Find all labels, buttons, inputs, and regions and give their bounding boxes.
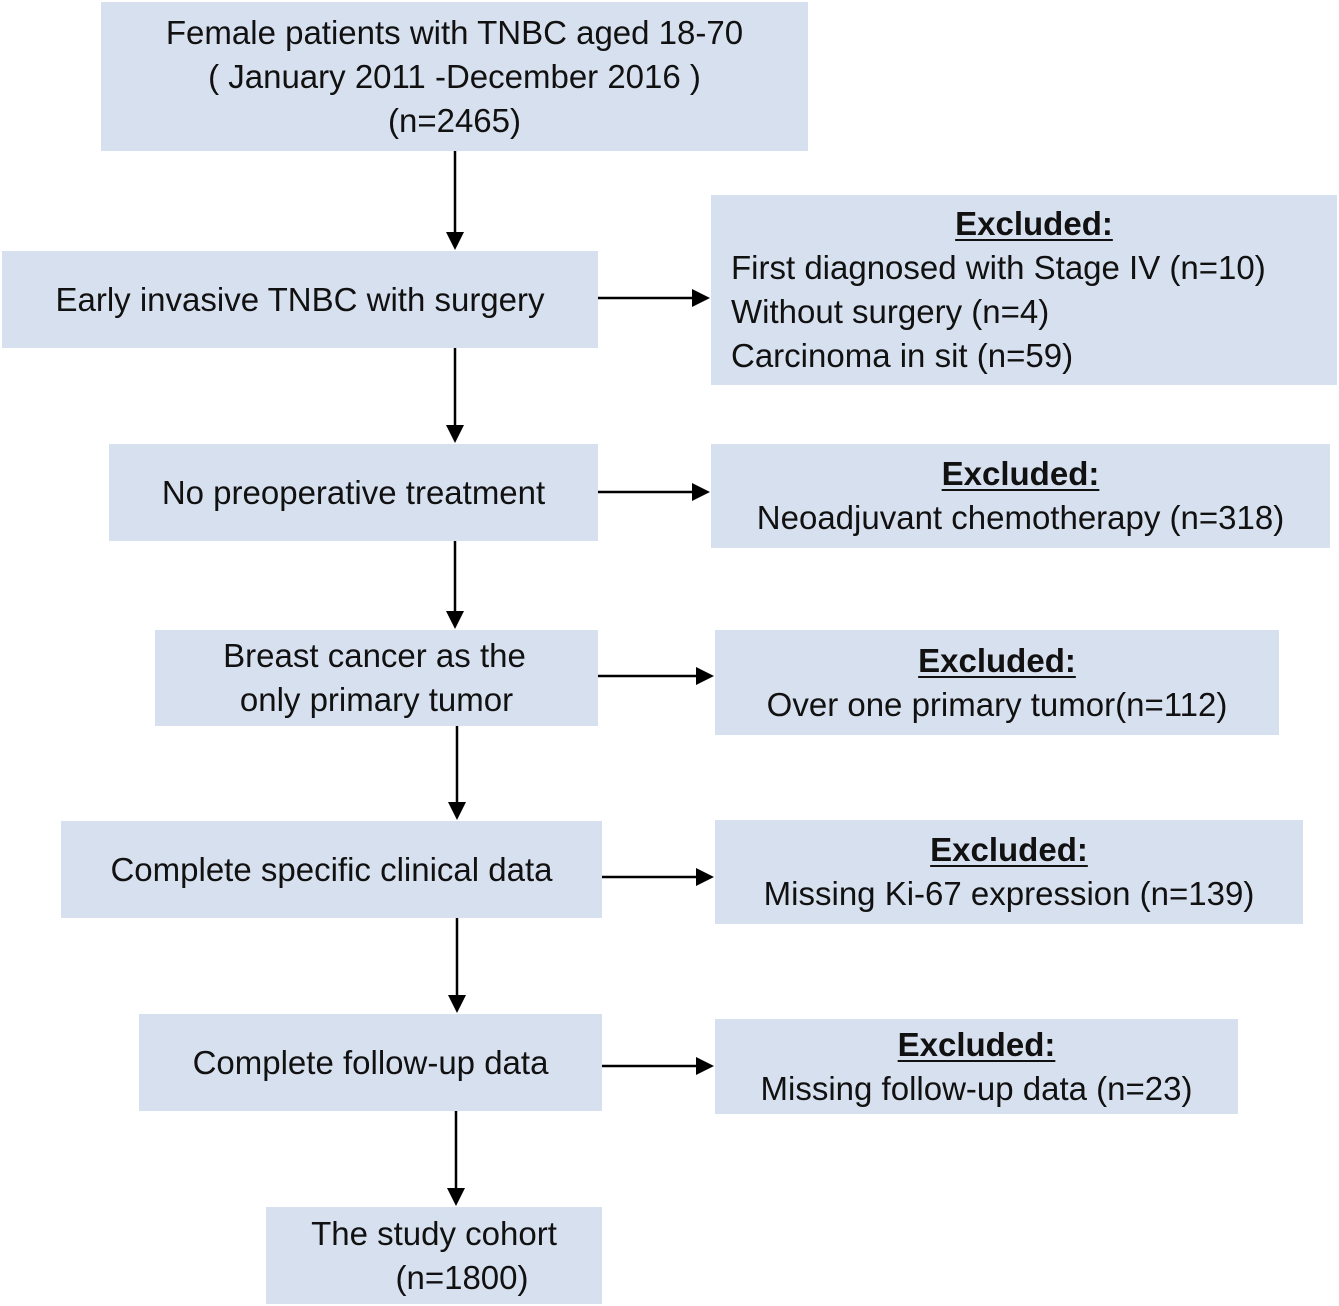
arrowhead-right-4: [696, 868, 714, 886]
arrowhead-right-1: [692, 289, 710, 307]
excluded-1-title: Excluded:: [955, 205, 1113, 242]
arrowhead-down-5: [448, 995, 466, 1013]
excluded-3-title: Excluded:: [918, 641, 1076, 679]
box-early-invasive: Early invasive TNBC with surgery: [2, 251, 598, 348]
box-breast-only-primary-line-2: only primary tumor: [239, 681, 514, 718]
box-complete-followup: Complete follow-up data: [139, 1014, 602, 1111]
excluded-5-title: Excluded:: [897, 1025, 1056, 1063]
box-excluded-2: Excluded: Neoadjuvant chemotherapy (n=31…: [711, 444, 1330, 548]
box-breast-only-primary-line-1: Breast cancer as the: [223, 637, 526, 674]
excluded-5-item-1: Missing follow-up data (n=23): [760, 1069, 1193, 1107]
box-female-patients-line-1: Female patients with TNBC aged 18-70: [165, 13, 744, 51]
arrowhead-down-1: [446, 232, 464, 250]
excluded-4-title: Excluded:: [930, 831, 1088, 868]
arrowhead-down-3: [446, 611, 464, 629]
box-no-preoperative-line-1: No preoperative treatment: [161, 473, 546, 511]
excluded-1-item-1: First diagnosed with Stage IV (n=10): [731, 249, 1266, 286]
excluded-4-item-1: Missing Ki-67 expression (n=139): [763, 875, 1255, 912]
arrowhead-right-3: [696, 667, 714, 685]
arrowhead-down-4: [448, 802, 466, 820]
box-complete-clinical: Complete specific clinical data: [61, 821, 602, 918]
box-female-patients-line-2: ( January 2011 -December 2016 ): [208, 57, 701, 95]
arrowhead-right-2: [692, 483, 710, 501]
arrowhead-down-2: [446, 425, 464, 443]
box-excluded-4: Excluded: Missing Ki-67 expression (n=13…: [715, 820, 1303, 924]
box-study-cohort-line-1: The study cohort: [311, 1214, 557, 1252]
box-female-patients: Female patients with TNBC aged 18-70 ( J…: [101, 2, 808, 151]
box-complete-followup-line-1: Complete follow-up data: [192, 1043, 549, 1081]
box-early-invasive-line-1: Early invasive TNBC with surgery: [55, 280, 545, 318]
box-study-cohort-line-2: (n=1800): [395, 1258, 529, 1296]
arrowhead-down-6: [447, 1188, 465, 1206]
box-excluded-3: Excluded: Over one primary tumor(n=112): [715, 630, 1279, 735]
box-excluded-5: Excluded: Missing follow-up data (n=23): [715, 1019, 1238, 1114]
box-excluded-1: Excluded: First diagnosed with Stage IV …: [711, 195, 1337, 385]
excluded-2-title: Excluded:: [941, 455, 1100, 492]
box-study-cohort: The study cohort (n=1800): [266, 1207, 602, 1304]
excluded-1-item-3: Carcinoma in sit (n=59): [731, 337, 1074, 374]
box-no-preoperative: No preoperative treatment: [109, 444, 598, 541]
box-complete-clinical-line-1: Complete specific clinical data: [110, 850, 553, 888]
box-breast-only-primary: Breast cancer as the only primary tumor: [155, 630, 598, 726]
excluded-1-item-2: Without surgery (n=4): [731, 293, 1050, 330]
excluded-2-item-1: Neoadjuvant chemotherapy (n=318): [756, 499, 1285, 536]
arrowhead-right-5: [696, 1057, 714, 1075]
box-female-patients-line-3: (n=2465): [387, 101, 521, 139]
excluded-3-item-1: Over one primary tumor(n=112): [766, 685, 1228, 723]
